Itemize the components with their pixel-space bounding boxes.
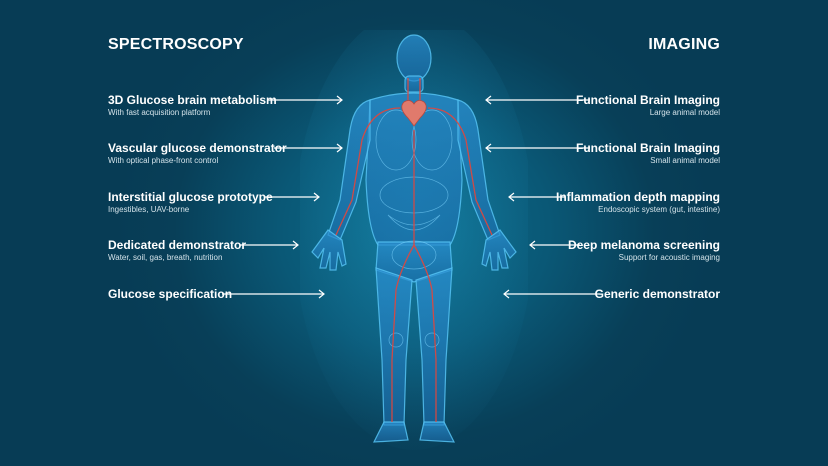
arrow-right-icon (268, 95, 344, 105)
spectroscopy-item: Dedicated demonstrator Water, soil, gas,… (108, 238, 246, 263)
arrow-right-icon (240, 240, 300, 250)
imaging-item: Functional Brain Imaging Small animal mo… (576, 141, 720, 166)
item-subtitle: Support for acoustic imaging (618, 253, 720, 262)
imaging-item: Deep melanoma screening Support for acou… (568, 238, 720, 263)
spectroscopy-item: Interstitial glucose prototype Ingestibl… (108, 190, 273, 215)
arrow-left-icon (528, 240, 580, 250)
item-subtitle: Large animal model (649, 108, 720, 117)
arrow-left-icon (484, 143, 590, 153)
arrow-left-icon (484, 95, 590, 105)
item-subtitle: Small animal model (650, 156, 720, 165)
item-title: Vascular glucose demonstrator (108, 141, 287, 155)
item-title: Dedicated demonstrator (108, 238, 247, 252)
item-subtitle: With fast acquisition platform (108, 108, 211, 117)
imaging-item: Generic demonstrator (595, 287, 720, 301)
item-title: Generic demonstrator (594, 287, 720, 301)
spectroscopy-item: Vascular glucose demonstrator With optic… (108, 141, 287, 166)
item-subtitle: Endoscopic system (gut, intestine) (598, 205, 720, 214)
spectroscopy-item: Glucose specification (108, 287, 232, 301)
human-anatomy-figure-icon (300, 30, 528, 450)
item-subtitle: Water, soil, gas, breath, nutrition (108, 253, 223, 262)
imaging-item: Inflammation depth mapping Endoscopic sy… (556, 190, 720, 215)
item-subtitle: Ingestibles, UAV-borne (108, 205, 190, 214)
item-title: 3D Glucose brain metabolism (108, 93, 277, 107)
item-title: Inflammation depth mapping (556, 190, 720, 204)
arrow-left-icon (507, 192, 565, 202)
item-title: Functional Brain Imaging (575, 93, 720, 107)
imaging-heading: IMAGING (648, 36, 720, 53)
item-title: Functional Brain Imaging (575, 141, 720, 155)
item-title: Deep melanoma screening (567, 238, 720, 252)
item-title: Glucose specification (108, 287, 233, 301)
arrow-right-icon (222, 289, 326, 299)
item-subtitle: With optical phase-front control (108, 156, 219, 165)
arrow-left-icon (502, 289, 600, 299)
arrow-right-icon (274, 143, 344, 153)
imaging-item: Functional Brain Imaging Large animal mo… (576, 93, 720, 118)
spectroscopy-item: 3D Glucose brain metabolism With fast ac… (108, 93, 277, 118)
spectroscopy-heading: SPECTROSCOPY (108, 36, 244, 53)
item-title: Interstitial glucose prototype (108, 190, 273, 204)
arrow-right-icon (265, 192, 321, 202)
